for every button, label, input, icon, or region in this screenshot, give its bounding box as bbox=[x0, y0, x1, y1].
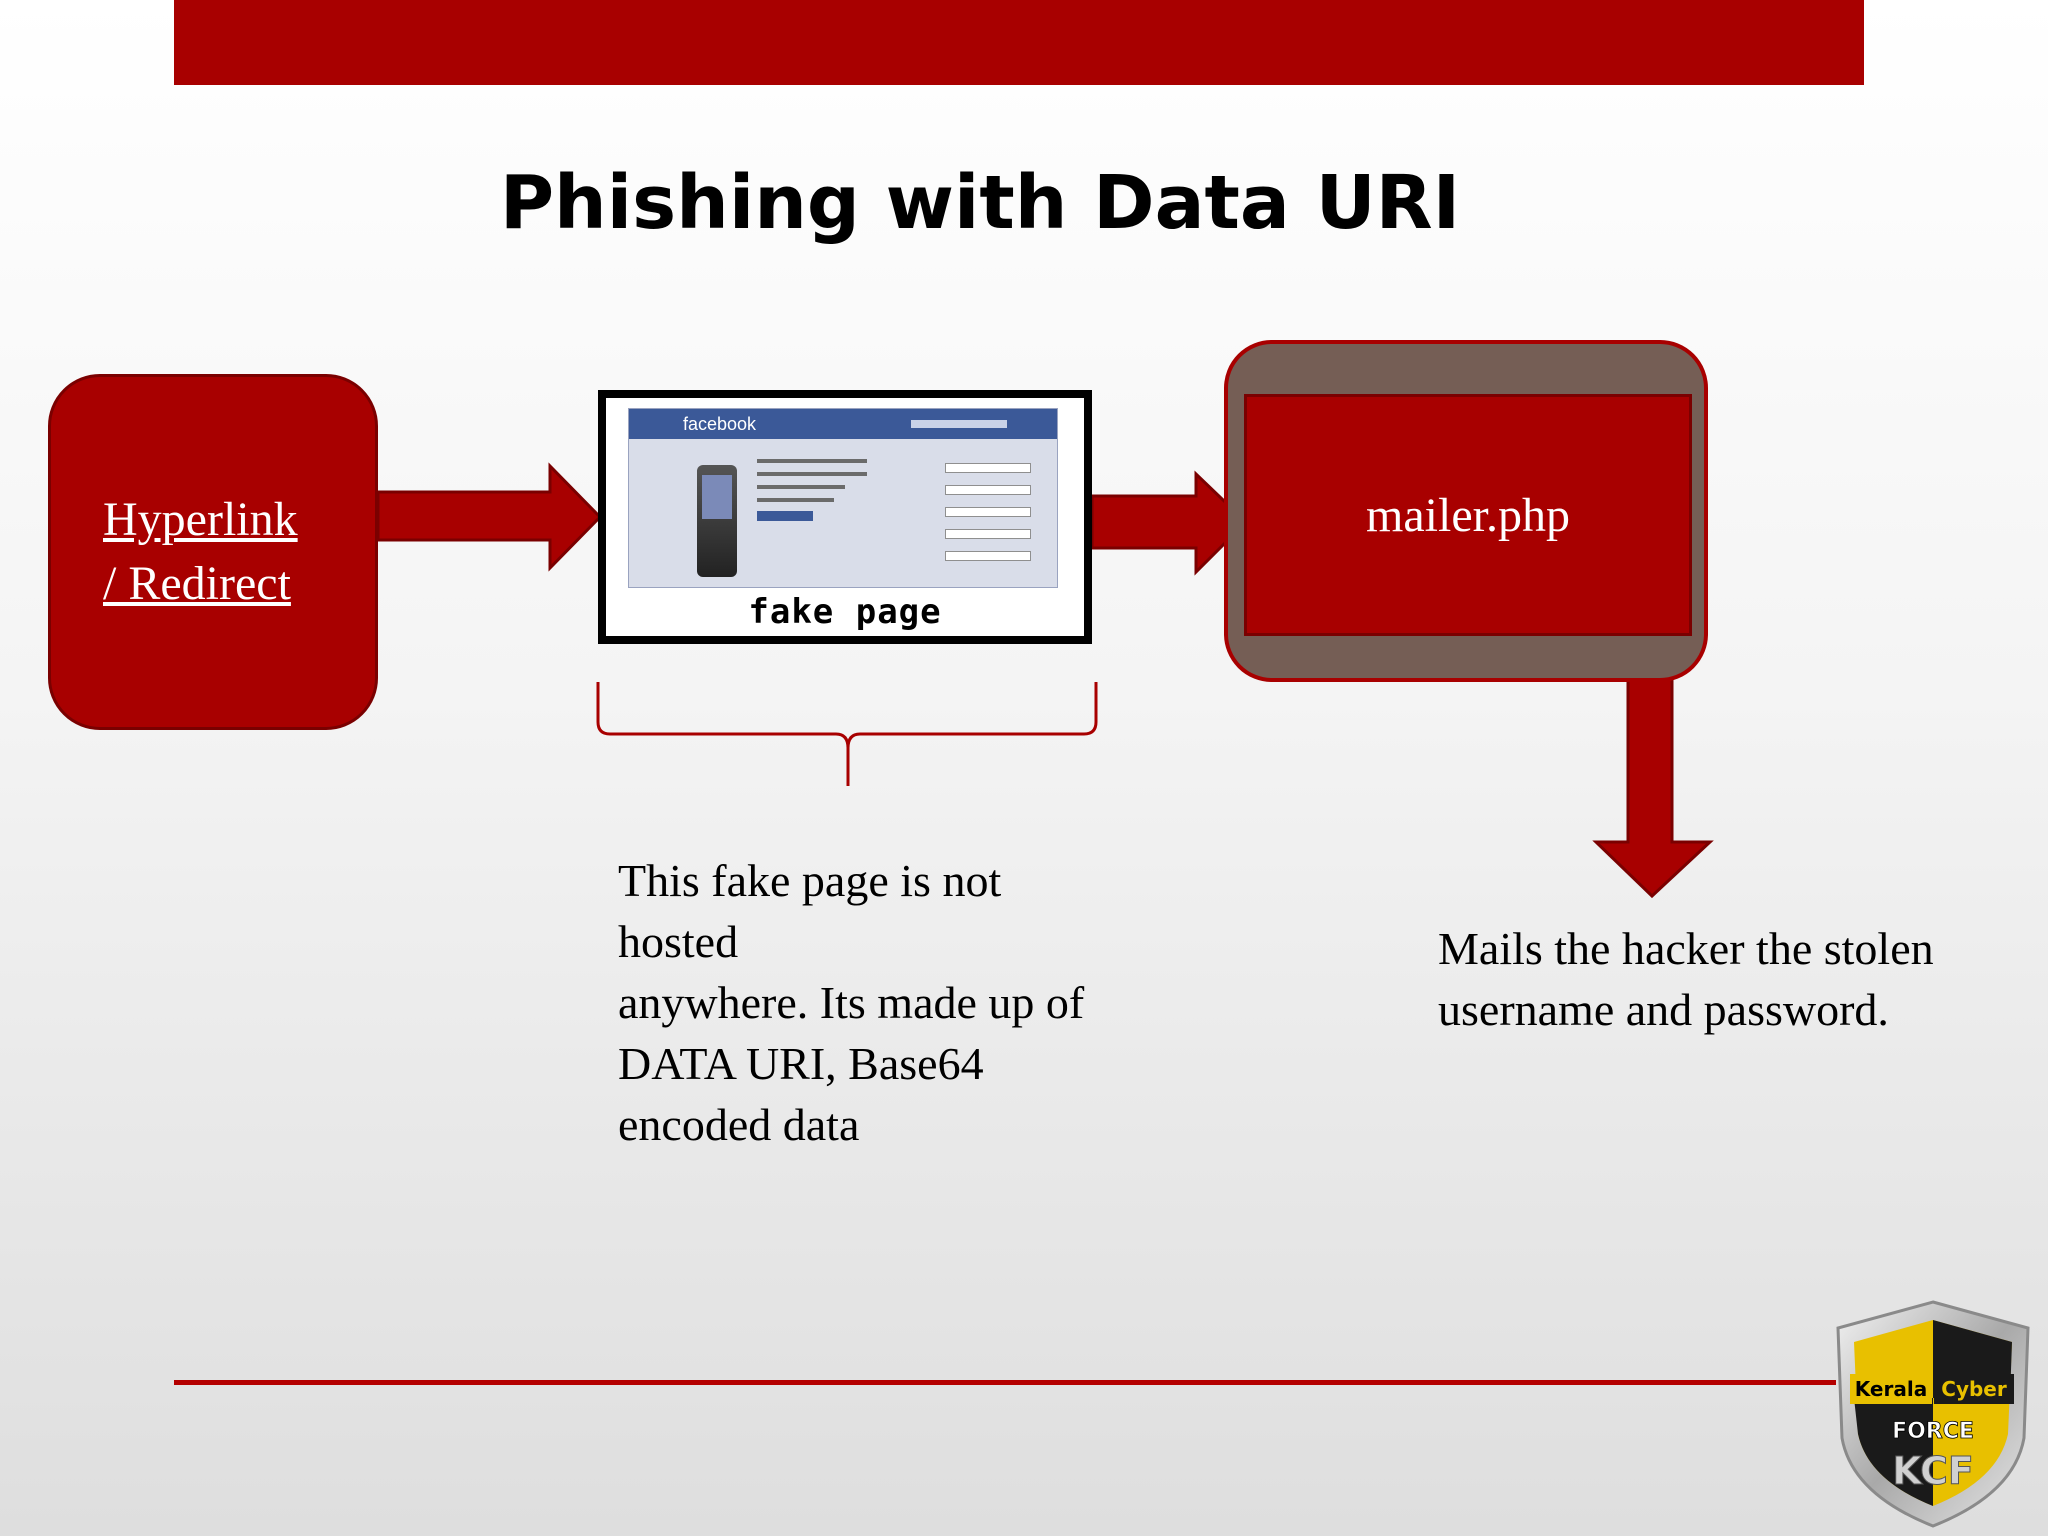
fake-page-label: fake page bbox=[748, 592, 942, 632]
phone-screen bbox=[702, 475, 732, 519]
form-field bbox=[945, 507, 1031, 517]
fake-site-brand: facebook bbox=[683, 414, 757, 434]
redirect-label-line: / Redirect bbox=[103, 557, 291, 610]
phone-image-icon bbox=[697, 465, 737, 577]
mailer-description: Mails the hacker the stolen username and… bbox=[1438, 918, 2038, 1040]
mails-line: Mails the hacker the stolen bbox=[1438, 923, 1934, 974]
right-arrow-icon bbox=[1090, 470, 1249, 576]
text-line bbox=[757, 498, 834, 502]
text-line bbox=[757, 485, 845, 489]
description-line: encoded data bbox=[618, 1099, 860, 1150]
fake-page-description: This fake page is not hosted anywhere. I… bbox=[618, 850, 1158, 1155]
logo-text-kerala: Kerala bbox=[1855, 1377, 1927, 1401]
fake-page-thumbnail: facebook fake page bbox=[598, 390, 1092, 644]
form-field bbox=[945, 529, 1031, 539]
logo-text-force: FORCE bbox=[1892, 1419, 1974, 1444]
hyperlink-box: Hyperlink / Redirect bbox=[48, 374, 378, 730]
description-line: hosted bbox=[618, 916, 739, 967]
right-arrow-icon bbox=[376, 462, 603, 572]
description-line: DATA URI, Base64 bbox=[618, 1038, 984, 1089]
mails-line: username and password. bbox=[1438, 984, 1889, 1035]
mailer-label: mailer.php bbox=[1366, 489, 1570, 542]
brace-icon bbox=[596, 682, 1098, 786]
text-line bbox=[757, 459, 867, 463]
logo-text-kcf: KCF bbox=[1892, 1449, 1974, 1493]
mailer-box bbox=[1244, 394, 1692, 636]
form-field bbox=[945, 463, 1031, 473]
description-line: anywhere. Its made up of bbox=[618, 977, 1085, 1028]
fake-signup-button bbox=[757, 511, 813, 521]
fake-signup-form bbox=[911, 463, 1031, 573]
logo-text-cyber: Cyber bbox=[1941, 1377, 2007, 1401]
description-line: This fake page is not bbox=[618, 855, 1002, 906]
logo-text-bg-right bbox=[1934, 1374, 2014, 1404]
form-field bbox=[945, 551, 1031, 561]
bottom-divider bbox=[174, 1380, 1836, 1385]
text-line bbox=[757, 472, 867, 476]
logo-text-bg-left bbox=[1850, 1374, 1932, 1404]
hyperlink-label-line: Hyperlink bbox=[103, 493, 298, 546]
top-accent-bar bbox=[174, 0, 1864, 85]
fake-login-screenshot: facebook bbox=[628, 408, 1058, 588]
fake-text-lines bbox=[757, 459, 867, 521]
shield-logo-icon: Kerala Cyber FORCE KCF bbox=[1836, 1300, 2030, 1528]
hyperlink-redirect-label[interactable]: Hyperlink / Redirect bbox=[103, 488, 323, 616]
fake-site-header: facebook bbox=[629, 409, 1057, 439]
form-field bbox=[945, 485, 1031, 495]
fake-login-bar bbox=[911, 420, 1007, 428]
slide-title: Phishing with Data URI bbox=[499, 160, 1461, 246]
